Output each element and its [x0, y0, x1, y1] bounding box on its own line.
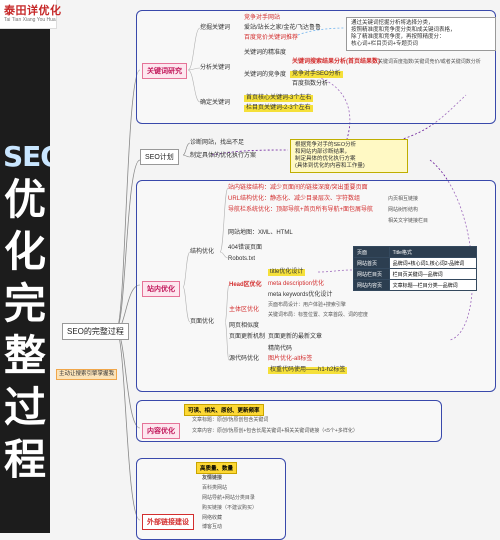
structure-note: 网站树形结构 [388, 207, 419, 213]
structure-note: 相关文字链接栏目 [388, 218, 429, 224]
content-item: 文章标题：原创/伪原创包含关键词 [192, 417, 269, 423]
analysis-note: 关键词搜索结果分析(首页结果数) [292, 59, 380, 65]
brand-logo: 泰田详优化 Tai Tian Xiang You Hua [0, 0, 61, 29]
plan-item: 制定具体的优化执行方案 [190, 153, 257, 159]
structure-item: 网站地图：XML、HTML [228, 230, 293, 236]
link-item: 百科类网站 [202, 485, 228, 491]
keyword-section-label: 关键词研究 [142, 63, 187, 79]
content-tag: 可读、相关、原创、更新频率 [184, 404, 264, 416]
page-item: Head区优化 [229, 282, 262, 288]
banner-title: SEO 优 化 完 整 过 程 [3, 140, 50, 486]
body-item: 页面布局设计：用户体验+搜索引擎 [268, 302, 346, 308]
banner-line: 程 [3, 435, 46, 484]
link-root-plan [115, 159, 141, 331]
table-header-cell: Title格式 [388, 246, 478, 258]
content-section-box [136, 400, 442, 442]
callout-line: 和网站内部诊断结果， [295, 149, 351, 155]
banner-line: 整 [3, 331, 46, 380]
structure-label: 结构优化 [190, 249, 215, 255]
analysis-note: 百度指数分析 [292, 81, 329, 87]
title-banner: SEO 优 化 完 整 过 程 [0, 0, 50, 533]
keyword-leaf: 竞争对手网站 [244, 15, 281, 21]
callout-line: (具体到优化的内容和工作量) [295, 163, 365, 169]
banner-line: 化 [3, 227, 46, 276]
table-cell: 文章标题—栏目分类—品牌词 [388, 279, 478, 291]
callout-line: 按照精准度和竞争度分类和成关键词表格， [351, 27, 456, 33]
link-tag: 高质量、数量 [196, 462, 238, 474]
head-item: meta keywords优化设计 [268, 292, 333, 298]
keyword-analysis: 分析关键词 [200, 65, 231, 71]
structure-item: 404错误页面 [228, 245, 263, 251]
onsite-section-label: 站内优化 [142, 281, 180, 297]
banner-line: 完 [3, 279, 46, 328]
keyword-leaf: 百度竞价关键词推荐 [244, 35, 299, 41]
callout-line: 通过关键词挖掘分析将选择分类， [351, 20, 434, 26]
head-item: title优化设计 [268, 269, 306, 276]
link-section-label: 外部链接建设 [142, 514, 194, 530]
content-section-label: 内容优化 [142, 423, 180, 439]
page-item: 源代码优化 [229, 356, 260, 362]
link-root-keyword [115, 69, 141, 331]
table-cell: 品牌词+核心词1,核心词2-品牌词 [388, 257, 478, 269]
link-item: 网站导航+网站分类目录 [202, 495, 255, 501]
keyword-callout: 通过关键词挖掘分析将选择分类， 按照精准度和竞争度分类和成关键词表格， 除了精准… [346, 17, 496, 51]
page-label: 页面优化 [190, 319, 215, 325]
keyword-leaf: 爱站/站长之家/金花/飞达鲁鲁 [244, 25, 322, 31]
logo-title: 泰田详优化 [4, 4, 62, 17]
table-row: 网站栏目页 栏目页关键词—品牌词 [353, 268, 478, 280]
plan-callout: 根据竞争对手的SEO分析 和网站内部诊断结果， 制定具体的优化执行方案 (具体到… [290, 139, 408, 173]
link-item: 博客互动 [202, 524, 223, 530]
similar-item: 页面更新的最新文章 [268, 334, 323, 340]
similar-item: 权重代码使用——h1-h2标签 [268, 367, 348, 374]
callout-line: 除了精准度和竞争度，再按照精度分： [351, 34, 445, 40]
callout-line: 制定具体的优化执行方案 [295, 156, 356, 162]
banner-line: 过 [3, 383, 46, 432]
banner-line: 优 [3, 175, 46, 224]
keyword-leaf: 栏目页关键词-2-3个左右 [244, 105, 313, 112]
table-cell: 网站栏目页 [353, 268, 390, 280]
structure-item: 站内链接结构：减少页面间的链接深度/突出重要页面 [228, 185, 368, 192]
body-item: 关键词布局：标签位置、文章首段、词的密度 [268, 312, 369, 318]
table-header-row: 页面 Title格式 [353, 246, 478, 258]
structure-item: 导航栏系统优化：顶部导航+首页所有导航+面包屑导航 [228, 207, 374, 213]
keyword-leaf: 关键词的竞争度 [244, 72, 287, 78]
similar-item: 精简代码 [268, 346, 293, 352]
table-row: 网站首页 品牌词+核心词1,核心词2-品牌词 [353, 257, 478, 269]
keyword-leaf: 竞争对手SEO分析 [290, 71, 343, 78]
link-item: 网络收藏 [202, 515, 223, 521]
table-row: 网站内容页 文章标题—栏目分类—品牌词 [353, 279, 478, 291]
structure-item: URL结构优化：静态化、减少目录层次、字符数组 [228, 196, 361, 202]
page-item: 主体区优化 [229, 307, 260, 313]
plan-item: 诊断网站，找出不足 [190, 140, 245, 146]
content-item: 文章内容：原创/伪原创+包含长尾关键词+相关关键词链接（<5个+多样化） [192, 428, 358, 434]
keyword-leaf: 关键词的精准度 [244, 50, 287, 56]
table-cell: 网站内容页 [353, 279, 390, 291]
head-item: meta description优化 [268, 281, 325, 287]
structure-item: Robots.txt [228, 256, 256, 262]
structure-item-text: 站内链接结构：减少页面间的链接深度/突出重要页面 [228, 185, 368, 191]
link-item: 友情链接 [202, 475, 223, 481]
table-cell: 栏目页关键词—品牌词 [388, 268, 478, 280]
table-header-cell: 页面 [353, 246, 390, 258]
callout-line: 根据竞争对手的SEO分析 [295, 142, 357, 148]
structure-note: 内页相互链接 [388, 196, 419, 202]
title-format-table: 页面 Title格式 网站首页 品牌词+核心词1,核心词2-品牌词 网站栏目页 … [353, 246, 478, 291]
page-item: 页面更新机制 [229, 334, 266, 340]
analysis-extra: 关键词百度指数/关键词竞价/或者关键词数分析 [378, 59, 481, 65]
plan-section-label: SEO计划 [140, 149, 179, 165]
link-item: 购买链接（不建议购买） [202, 505, 258, 511]
page-item: 网页相似度 [229, 323, 260, 329]
banner-line: SEO [3, 140, 50, 173]
logo-subtitle: Tai Tian Xiang You Hua [4, 17, 56, 23]
keyword-mining: 挖掘关键词 [200, 25, 231, 31]
keyword-decide: 确定关键词 [200, 100, 231, 106]
keyword-leaf: 首页核心关键词-3个左右 [244, 95, 314, 102]
root-node: SEO的完整过程 [62, 323, 129, 340]
left-tag: 主动让搜索引擎掌握我 [56, 369, 118, 380]
similar-item: 图片优化-alt标签 [268, 356, 313, 362]
callout-line: 核心词+栏目页词+专题页词 [351, 41, 418, 47]
table-cell: 网站首页 [353, 257, 390, 269]
